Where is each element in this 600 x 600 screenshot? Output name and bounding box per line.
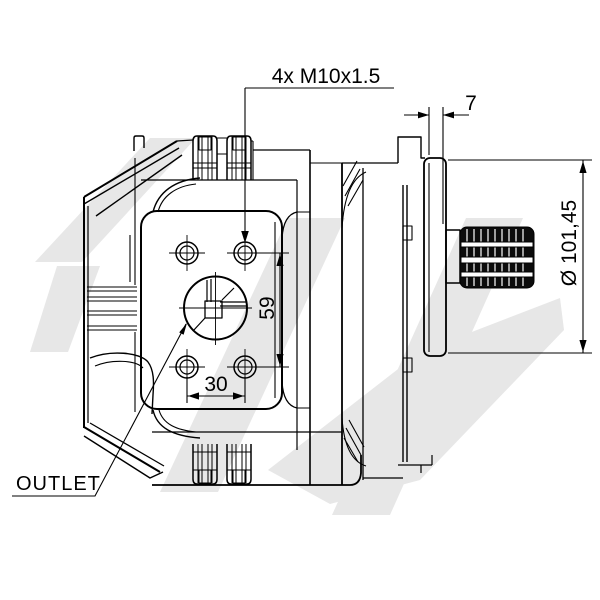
body-frame [141,137,403,486]
mounting-hole [169,235,205,271]
threaded-boss [192,135,218,180]
front-plate [140,210,298,410]
dim-vertical-59: 59 [256,252,289,368]
threaded-boss [192,444,218,485]
width-dim-text: 7 [465,92,477,115]
dim-horizontal-30: 30 [186,373,246,403]
dim-diameter: Ø 101,45 [448,159,592,354]
vertical-dim-text: 59 [256,296,279,319]
diameter-dim-text: Ø 101,45 [558,200,581,286]
bottom-bosses [192,444,252,485]
annotations: 4x M10x1.5 7 Ø 101,45 59 [12,65,592,497]
dim-width-7: 7 [404,92,477,224]
rear-cover [341,136,433,473]
outlet-label-text: OUTLET [16,473,101,495]
dim-thread-callout: 4x M10x1.5 [241,65,394,243]
top-bosses [192,135,252,180]
thread-callout-text: 4x M10x1.5 [272,65,381,88]
shaft-spline [461,229,533,286]
drive-shaft [459,226,535,289]
outlet-port [179,272,252,345]
threaded-boss [226,444,252,485]
threaded-boss [226,135,252,180]
outlet-callout: OUTLET [12,323,187,497]
horizontal-dim-text: 30 [204,373,227,396]
